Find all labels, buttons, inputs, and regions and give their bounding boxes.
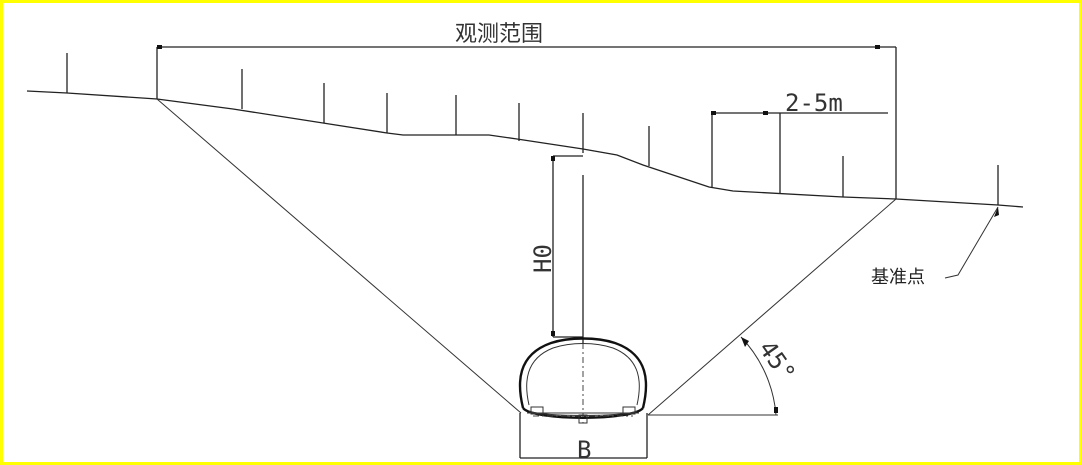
- width-dimension-b: B: [519, 413, 648, 464]
- tunnel-settlement-monitoring-diagram: 观测范围 2-5m H0 B: [26, 22, 1024, 464]
- spacing-dimension: 2-5m: [711, 89, 888, 117]
- depth-label: H0: [529, 244, 557, 273]
- observation-range-label: 观测范围: [455, 22, 543, 47]
- observation-range-dimension: 观测范围: [157, 22, 896, 49]
- monitoring-points: [66, 47, 999, 205]
- right-influence-line: [647, 198, 897, 416]
- reference-point-label: 基准点: [871, 267, 925, 288]
- angle-dimension-45: 45°: [648, 335, 801, 416]
- left-influence-line: [156, 98, 522, 414]
- width-label: B: [577, 436, 591, 464]
- ground-surface-line: [26, 90, 1024, 208]
- depth-dimension-h0: H0: [529, 155, 583, 338]
- angle-label: 45°: [753, 335, 801, 387]
- reference-point: 基准点: [871, 206, 999, 288]
- tunnel-cross-section: [518, 337, 648, 424]
- spacing-label: 2-5m: [785, 89, 843, 117]
